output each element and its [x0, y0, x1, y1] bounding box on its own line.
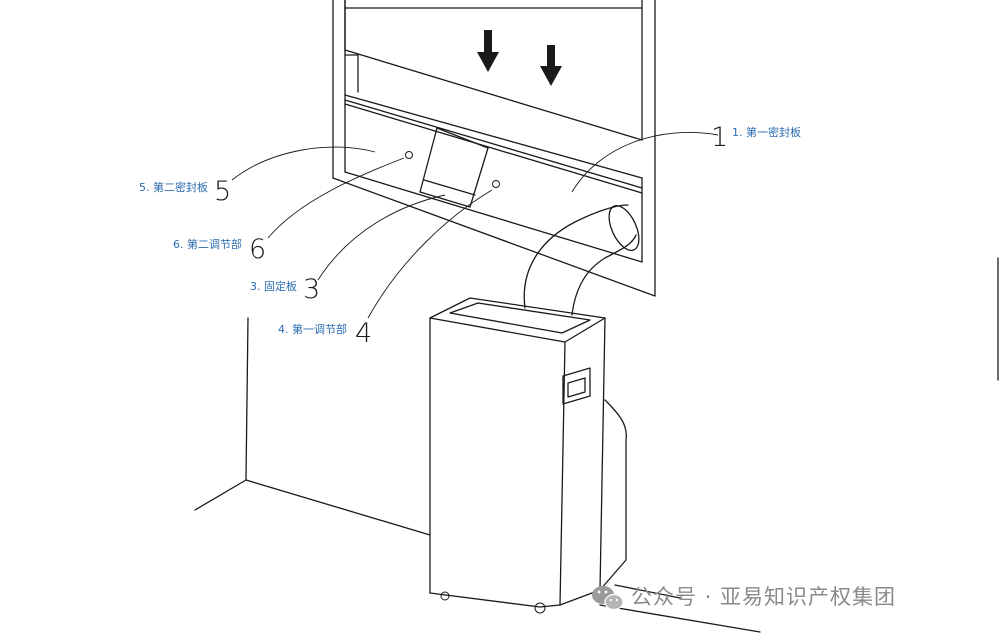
callout-label: 6. 第二调节部: [173, 237, 242, 251]
callout-number: 1: [711, 122, 728, 153]
leader-lines: [231, 132, 719, 319]
watermark-text: 公众号 · 亚易知识产权集团: [631, 585, 896, 609]
callout-label: 4. 第一调节部: [278, 322, 347, 336]
callout-label: 3. 固定板: [250, 279, 297, 293]
room-outline: [194, 257, 999, 633]
callout-1: 1 1. 第一密封板: [711, 122, 801, 153]
exhaust-hose: [523, 204, 640, 316]
callout-6: 6 6. 第二调节部: [173, 234, 266, 265]
window-frame: [332, 0, 656, 297]
first-adjuster-knob: [492, 180, 500, 188]
callout-3: 3 3. 固定板: [250, 274, 320, 305]
callout-number: 6: [249, 234, 266, 265]
air-conditioner-unit: [429, 297, 627, 614]
callout-number: 3: [303, 274, 320, 305]
caster-wheel: [534, 602, 546, 614]
sealing-panel-assembly: [405, 127, 500, 208]
callout-5: 5 5. 第二密封板: [139, 176, 231, 207]
watermark: 公众号 · 亚易知识产权集团: [592, 585, 896, 611]
carry-handle: [562, 367, 591, 405]
callout-number: 5: [214, 176, 231, 207]
caster-wheel: [440, 591, 450, 601]
callout-label: 1. 第一密封板: [732, 125, 801, 139]
wechat-icon: [592, 586, 624, 611]
callout-4: 4 4. 第一调节部: [278, 318, 372, 349]
callout-label: 5. 第二密封板: [139, 180, 208, 194]
callout-number: 4: [355, 318, 372, 349]
airflow-arrow-icon: [477, 30, 562, 86]
second-adjuster-knob: [405, 151, 413, 159]
